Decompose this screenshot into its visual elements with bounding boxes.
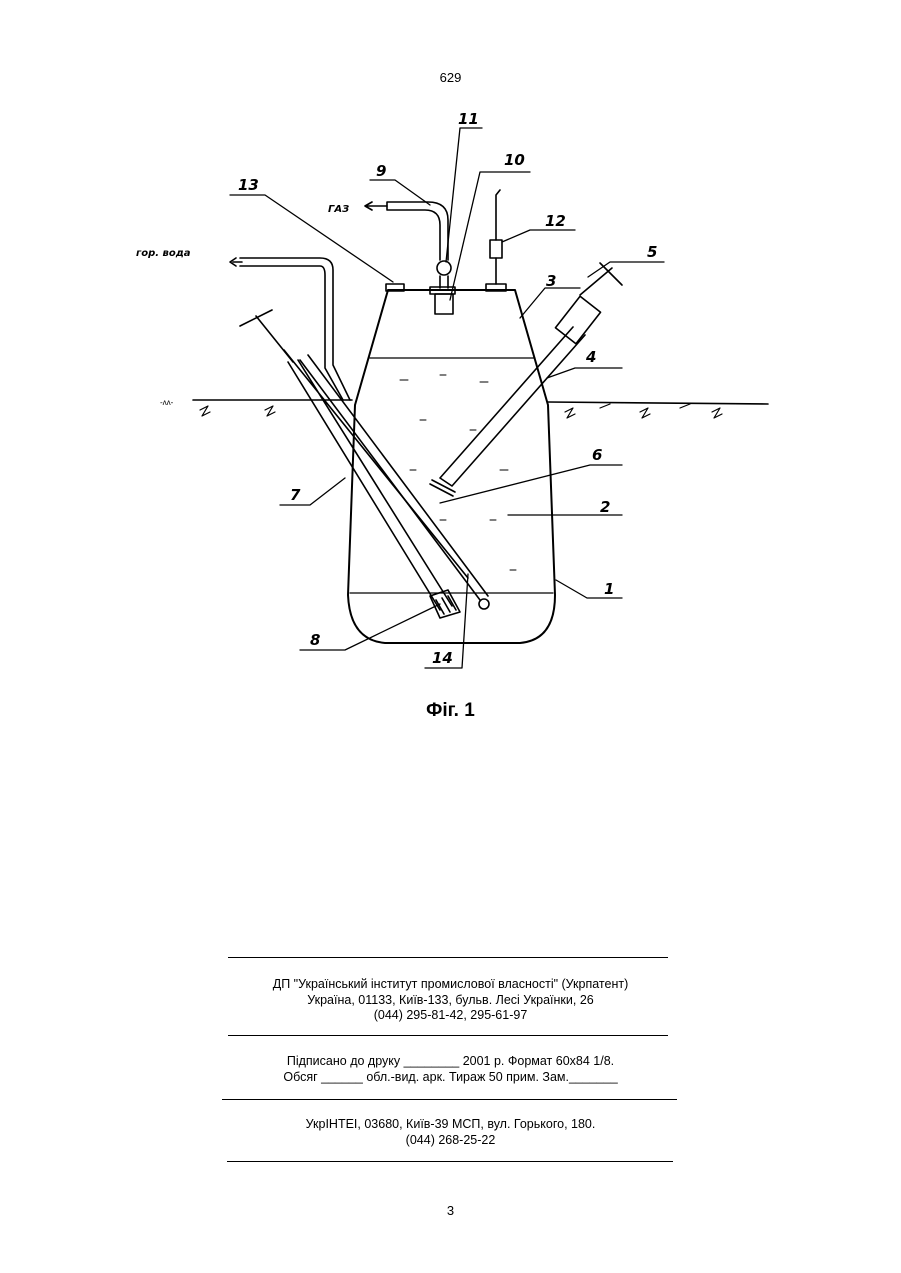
- footer-page-number: 3: [0, 1203, 901, 1218]
- callout-9: 9: [376, 162, 386, 180]
- imprint-print-line2: (044) 268-25-22: [0, 1133, 901, 1149]
- callout-14: 14: [432, 649, 453, 667]
- callout-6: 6: [592, 446, 602, 464]
- callout-3: 3: [546, 272, 556, 290]
- imprint-print-line1: УкрІНТЕІ, 03680, Київ-39 МСП, вул. Горьк…: [0, 1117, 901, 1133]
- callout-8: 8: [310, 631, 320, 649]
- imprint-sign-line1: Підписано до друку ________ 2001 р. Форм…: [0, 1054, 901, 1070]
- callout-1: 1: [604, 580, 614, 598]
- divider: [228, 1035, 668, 1036]
- gas-arrow: [365, 202, 387, 210]
- callout-10: 10: [504, 151, 525, 169]
- imprint-org-line3: (044) 295-81-42, 295-61-97: [0, 1008, 901, 1024]
- callout-13: 13: [238, 176, 259, 194]
- callout-7: 7: [290, 486, 301, 504]
- divider: [227, 1161, 673, 1162]
- gas-label: ГАЗ: [328, 204, 349, 215]
- divider: [222, 1099, 677, 1100]
- ground-line: [193, 400, 768, 404]
- ground-hatch: [200, 404, 722, 418]
- callout-5: 5: [647, 243, 657, 261]
- hot-water-label: гор. вода: [136, 248, 191, 259]
- callout-11: 11: [458, 110, 479, 128]
- callout-12: 12: [545, 212, 566, 230]
- figure-caption: Фіг. 1: [0, 700, 901, 722]
- divider: [228, 957, 668, 958]
- svg-text:-ʌʌ-: -ʌʌ-: [160, 398, 174, 407]
- callout-2: 2: [600, 498, 610, 516]
- imprint-org-line1: ДП "Український інститут промислової вла…: [0, 977, 901, 993]
- callout-4: 4: [585, 348, 596, 366]
- technical-drawing: 1 2 3 4 5 6 7 8 9 10 11 12 13 14 ГАЗ гор…: [0, 0, 901, 720]
- imprint-sign-line2: Обсяг ______ обл.-вид. арк. Тираж 50 при…: [0, 1070, 901, 1086]
- imprint-org-line2: Україна, 01133, Київ-133, бульв. Лесі Ук…: [0, 993, 901, 1009]
